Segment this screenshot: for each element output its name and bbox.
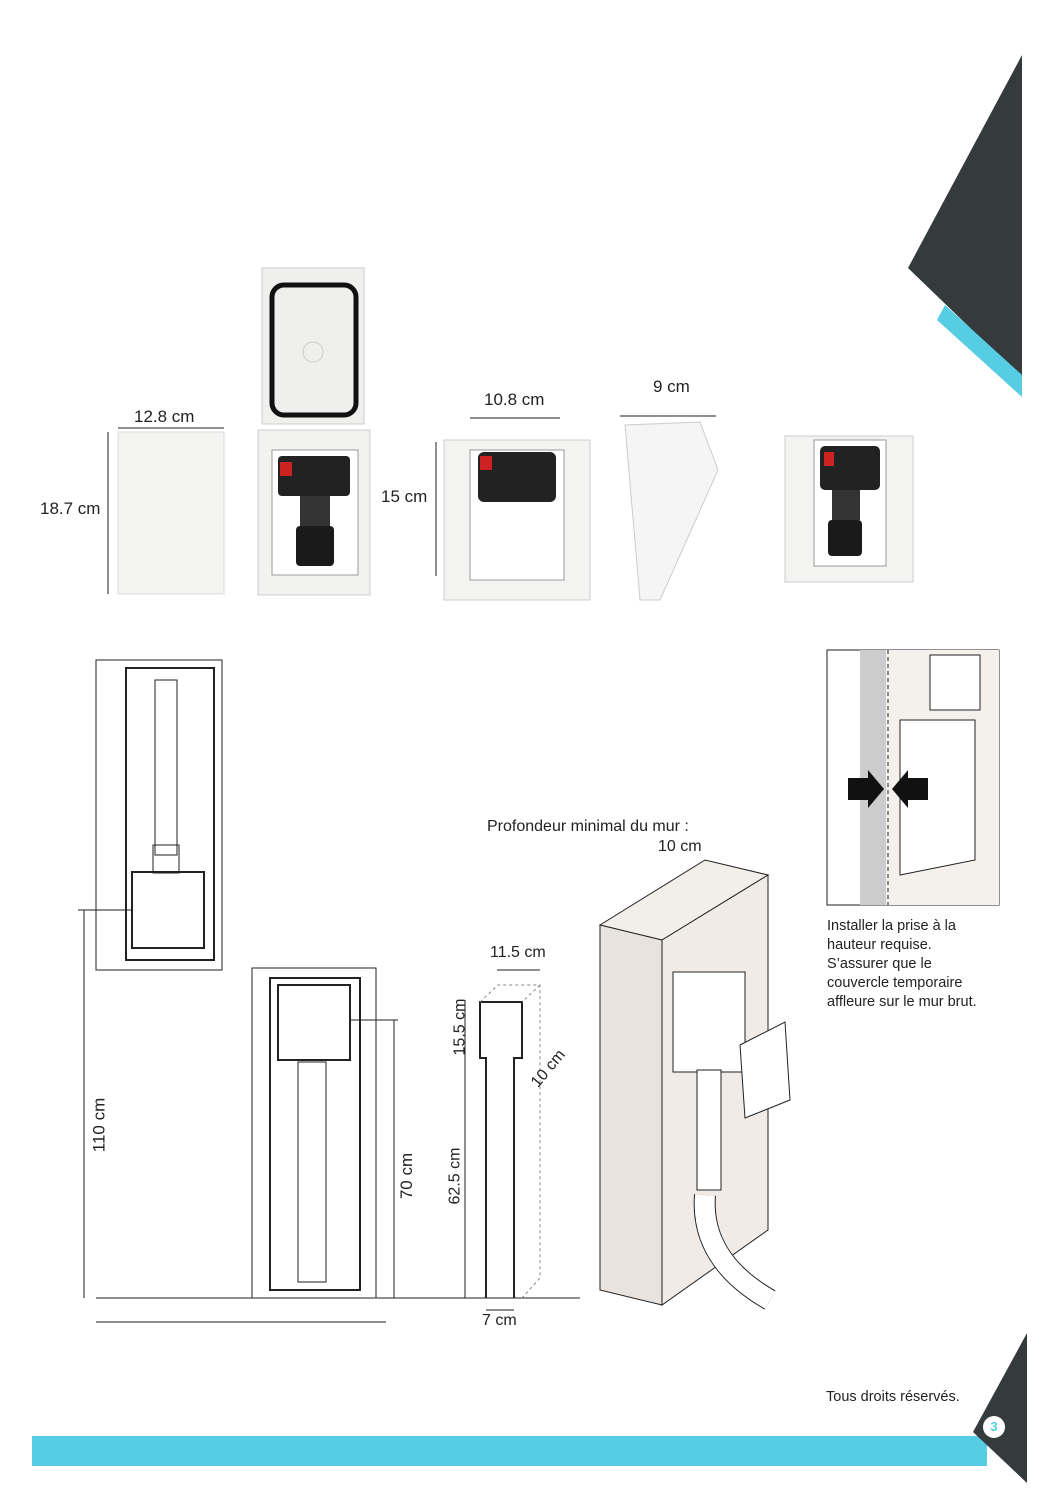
- top-cyan-stripe: [937, 305, 1022, 397]
- top-dark-triangle: [908, 55, 1022, 378]
- cover-height-label: 18.7 cm: [40, 499, 101, 518]
- copyright-text: Tous droits réservés.: [826, 1389, 960, 1405]
- instruction-line: hauteur requise.: [827, 937, 932, 953]
- cover-plate-image: [107, 427, 225, 595]
- instruction-line: S’assurer que le: [827, 956, 932, 972]
- frame-height-label: 15 cm: [381, 487, 428, 506]
- instruction-line: Installer la prise à la: [827, 918, 956, 934]
- wall-block-illustration: [598, 859, 791, 1310]
- box-width-label: 11.5 cm: [490, 944, 546, 961]
- channel-height-label: 62.5 cm: [446, 1147, 464, 1205]
- flush-detail-illustration: [826, 649, 1000, 906]
- open-inlet-image: [257, 267, 371, 596]
- wall-diagram-70: [251, 967, 398, 1299]
- side-profile-image: [620, 415, 719, 601]
- box-height-label: 15.5 cm: [451, 998, 469, 1056]
- floor-hatching: [96, 1297, 580, 1323]
- arrow-left-icon: [892, 770, 928, 808]
- height-110-label: 110 cm: [89, 1097, 109, 1153]
- instruction-line: couvercle temporaire: [827, 975, 963, 991]
- instruction-line: affleure sur le mur brut.: [827, 994, 977, 1010]
- arrow-right-icon: [848, 770, 884, 808]
- depth-label: 9 cm: [653, 377, 690, 396]
- wall-depth-value: 10 cm: [658, 838, 702, 855]
- height-70-label: 70 cm: [397, 1152, 417, 1200]
- channel-diagram: [464, 969, 541, 1311]
- assembled-inlet-image: [784, 435, 914, 583]
- cover-width-label: 12.8 cm: [134, 407, 195, 426]
- wall-depth-label: Profondeur minimal du mur :: [487, 818, 689, 835]
- frame-width-label: 10.8 cm: [484, 390, 545, 409]
- footer-dark-triangle: [973, 1333, 1027, 1483]
- wall-diagram-110: [78, 659, 223, 1298]
- installation-instructions: Installer la prise à la hauteur requise.…: [827, 917, 977, 1012]
- channel-width-label: 7 cm: [482, 1312, 517, 1329]
- frame-image: [435, 417, 591, 601]
- footer-cyan-bar: [32, 1436, 987, 1466]
- page-number: 3: [983, 1416, 1005, 1438]
